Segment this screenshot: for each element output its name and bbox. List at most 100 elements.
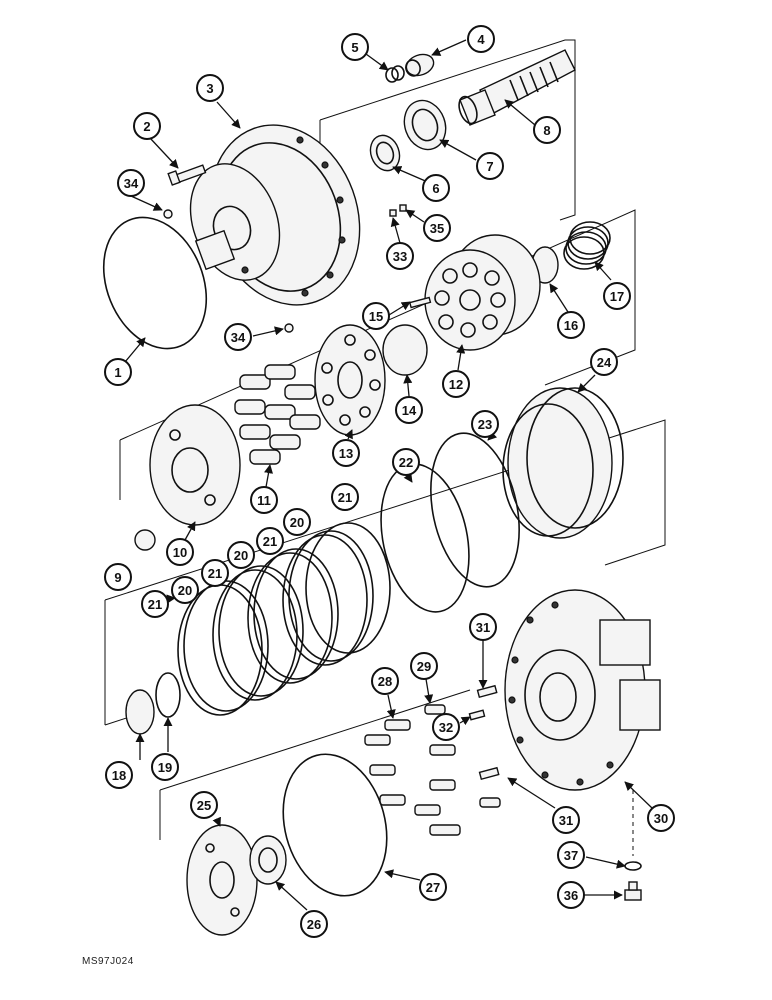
callout-31-lower: 31: [552, 806, 580, 834]
svg-text:20: 20: [234, 548, 248, 563]
callout-26: 26: [300, 910, 328, 938]
callout-9: 9: [104, 563, 132, 591]
callout-4: 4: [467, 25, 495, 53]
piston-set: [234, 364, 321, 465]
callout-17: 17: [603, 282, 631, 310]
callout-24: 24: [590, 348, 618, 376]
callout-33: 33: [386, 242, 414, 270]
pin-31-lower: [478, 766, 500, 781]
pin-small-35: [399, 204, 407, 212]
callout-20-c: 20: [283, 508, 311, 536]
valve-housing: [504, 589, 661, 791]
callout-28: 28: [371, 667, 399, 695]
callout-13: 13: [332, 439, 360, 467]
callout-20-b: 20: [227, 541, 255, 569]
o-ring-23: [430, 432, 520, 588]
svg-text:35: 35: [430, 221, 444, 236]
spring-small-top: [385, 65, 405, 83]
callout-23: 23: [471, 410, 499, 438]
pin-small-33: [389, 209, 397, 217]
svg-text:23: 23: [478, 417, 492, 432]
thrust-ring-18: [125, 689, 155, 735]
svg-text:31: 31: [559, 813, 573, 828]
ball-guide: [382, 324, 428, 376]
pin-32: [468, 709, 486, 721]
brake-plate-stack: [177, 522, 391, 716]
callout-6: 6: [422, 174, 450, 202]
callout-15: 15: [362, 302, 390, 330]
callout-10: 10: [166, 538, 194, 566]
callout-1: 1: [104, 358, 132, 386]
svg-text:25: 25: [197, 798, 211, 813]
bolt: [167, 164, 207, 186]
callout-22: 22: [392, 448, 420, 476]
svg-text:15: 15: [369, 309, 383, 324]
swash-plate: [149, 404, 241, 526]
callout-37: 37: [557, 841, 585, 869]
svg-text:13: 13: [339, 446, 353, 461]
callout-34-upper: 34: [117, 169, 145, 197]
spring-large: [563, 221, 611, 270]
seal-37: [624, 861, 642, 871]
svg-text:16: 16: [564, 318, 578, 333]
callout-32: 32: [432, 713, 460, 741]
svg-text:22: 22: [399, 455, 413, 470]
svg-text:14: 14: [402, 403, 417, 418]
plug-small-lower: [284, 323, 294, 333]
svg-text:18: 18: [112, 768, 126, 783]
svg-text:21: 21: [148, 597, 162, 612]
assembly-frame-bottom: [159, 689, 471, 840]
svg-text:34: 34: [124, 176, 139, 191]
steel-ball: [134, 529, 156, 551]
callout-19: 19: [151, 753, 179, 781]
svg-text:21: 21: [338, 490, 352, 505]
callout-36: 36: [557, 881, 585, 909]
callout-2: 2: [133, 112, 161, 140]
callout-35: 35: [423, 214, 451, 242]
bearing-upper: [403, 99, 447, 151]
svg-text:5: 5: [351, 40, 358, 55]
callout-27: 27: [419, 873, 447, 901]
drive-shaft: [458, 49, 576, 126]
callout-8: 8: [533, 116, 561, 144]
svg-text:28: 28: [378, 674, 392, 689]
callout-21-b: 21: [201, 559, 229, 587]
bearing-lower: [249, 835, 287, 885]
cylinder-block: [424, 234, 541, 351]
callout-25: 25: [190, 791, 218, 819]
callout-3: 3: [196, 74, 224, 102]
callout-21-a: 21: [141, 590, 169, 618]
svg-text:29: 29: [417, 659, 431, 674]
svg-text:20: 20: [178, 583, 192, 598]
o-ring-22: [380, 463, 470, 613]
callout-34-lower: 34: [224, 323, 252, 351]
svg-text:4: 4: [477, 32, 485, 47]
plug-small-upper: [163, 209, 173, 219]
svg-text:27: 27: [426, 880, 440, 895]
callout-16: 16: [557, 311, 585, 339]
plug-cap: [405, 53, 435, 77]
callout-18: 18: [105, 761, 133, 789]
svg-text:2: 2: [143, 119, 150, 134]
svg-text:24: 24: [597, 355, 612, 370]
svg-text:19: 19: [158, 760, 172, 775]
svg-text:7: 7: [486, 159, 493, 174]
o-ring-large: [102, 216, 208, 350]
svg-text:1: 1: [114, 365, 121, 380]
svg-text:11: 11: [257, 493, 271, 508]
spring-set: [364, 704, 501, 836]
callout-20-a: 20: [171, 576, 199, 604]
svg-text:9: 9: [114, 570, 121, 585]
seal-ring-upper: [369, 134, 401, 172]
svg-text:8: 8: [543, 123, 550, 138]
pin-31-upper: [476, 684, 498, 699]
callout-29: 29: [410, 652, 438, 680]
motor-housing: [189, 124, 361, 306]
svg-text:12: 12: [449, 377, 463, 392]
leader-lines: [124, 39, 653, 911]
svg-text:10: 10: [173, 545, 187, 560]
callout-21-d: 21: [331, 483, 359, 511]
callout-30: 30: [647, 804, 675, 832]
svg-text:33: 33: [393, 249, 407, 264]
